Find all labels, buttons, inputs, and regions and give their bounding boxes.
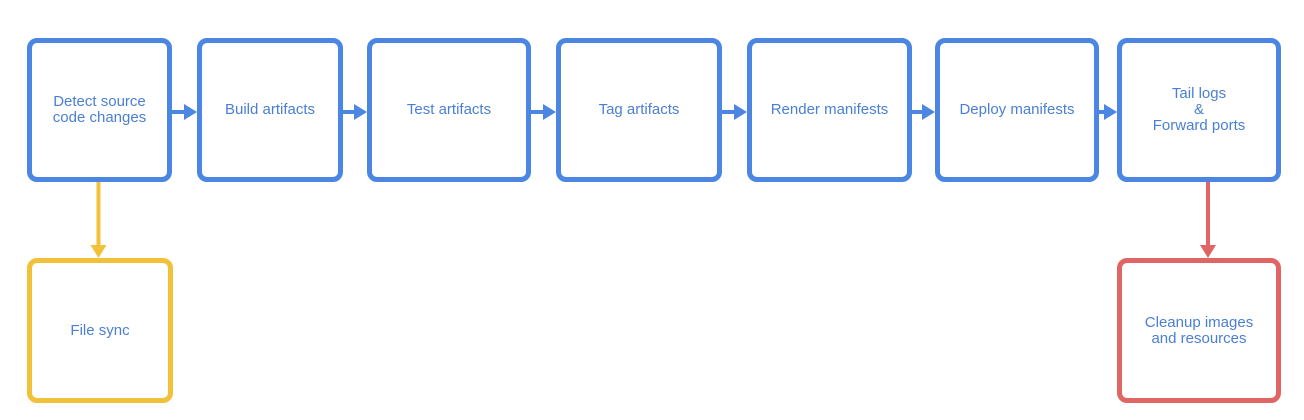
- connector-detect-to-filesync: [90, 182, 107, 258]
- arrowhead-icon: [90, 245, 107, 258]
- connector-test-to-tag: [531, 104, 556, 120]
- node-label: Build artifacts: [224, 101, 316, 118]
- connector-tag-to-render: [722, 104, 747, 120]
- node-render-manifests: Render manifests: [747, 38, 912, 182]
- connector-deploy-to-tail: [1099, 104, 1117, 120]
- node-build-artifacts: Build artifacts: [197, 38, 343, 182]
- node-label: Cleanup images and resources: [1144, 313, 1254, 347]
- node-tag-artifacts: Tag artifacts: [556, 38, 722, 182]
- node-label: Detect source code changes: [52, 93, 147, 126]
- connector-tail-to-cleanup: [1200, 182, 1216, 258]
- node-tail-logs-forward-ports: Tail logs & Forward ports: [1117, 38, 1281, 182]
- node-label: Test artifacts: [406, 101, 492, 118]
- node-deploy-manifests: Deploy manifests: [935, 38, 1099, 182]
- node-label: Deploy manifests: [959, 101, 1075, 118]
- node-test-artifacts: Test artifacts: [367, 38, 531, 182]
- node-cleanup-images-resources: Cleanup images and resources: [1117, 258, 1281, 403]
- arrowhead-icon: [1200, 245, 1216, 258]
- node-file-sync: File sync: [27, 258, 173, 403]
- node-detect-source-code-changes: Detect source code changes: [27, 38, 172, 182]
- arrowhead-icon: [1104, 104, 1117, 120]
- node-label: File sync: [70, 321, 130, 339]
- arrowhead-icon: [922, 104, 935, 120]
- node-label: Tail logs & Forward ports: [1152, 85, 1246, 134]
- arrowhead-icon: [543, 104, 556, 120]
- connector-render-to-deploy: [912, 104, 935, 120]
- arrowhead-icon: [184, 104, 197, 120]
- arrowhead-icon: [354, 104, 367, 120]
- connector-build-to-test: [343, 104, 367, 120]
- node-label: Tag artifacts: [598, 101, 680, 118]
- arrowhead-icon: [734, 104, 747, 120]
- connector-detect-to-build: [172, 104, 197, 120]
- node-label: Render manifests: [770, 101, 889, 118]
